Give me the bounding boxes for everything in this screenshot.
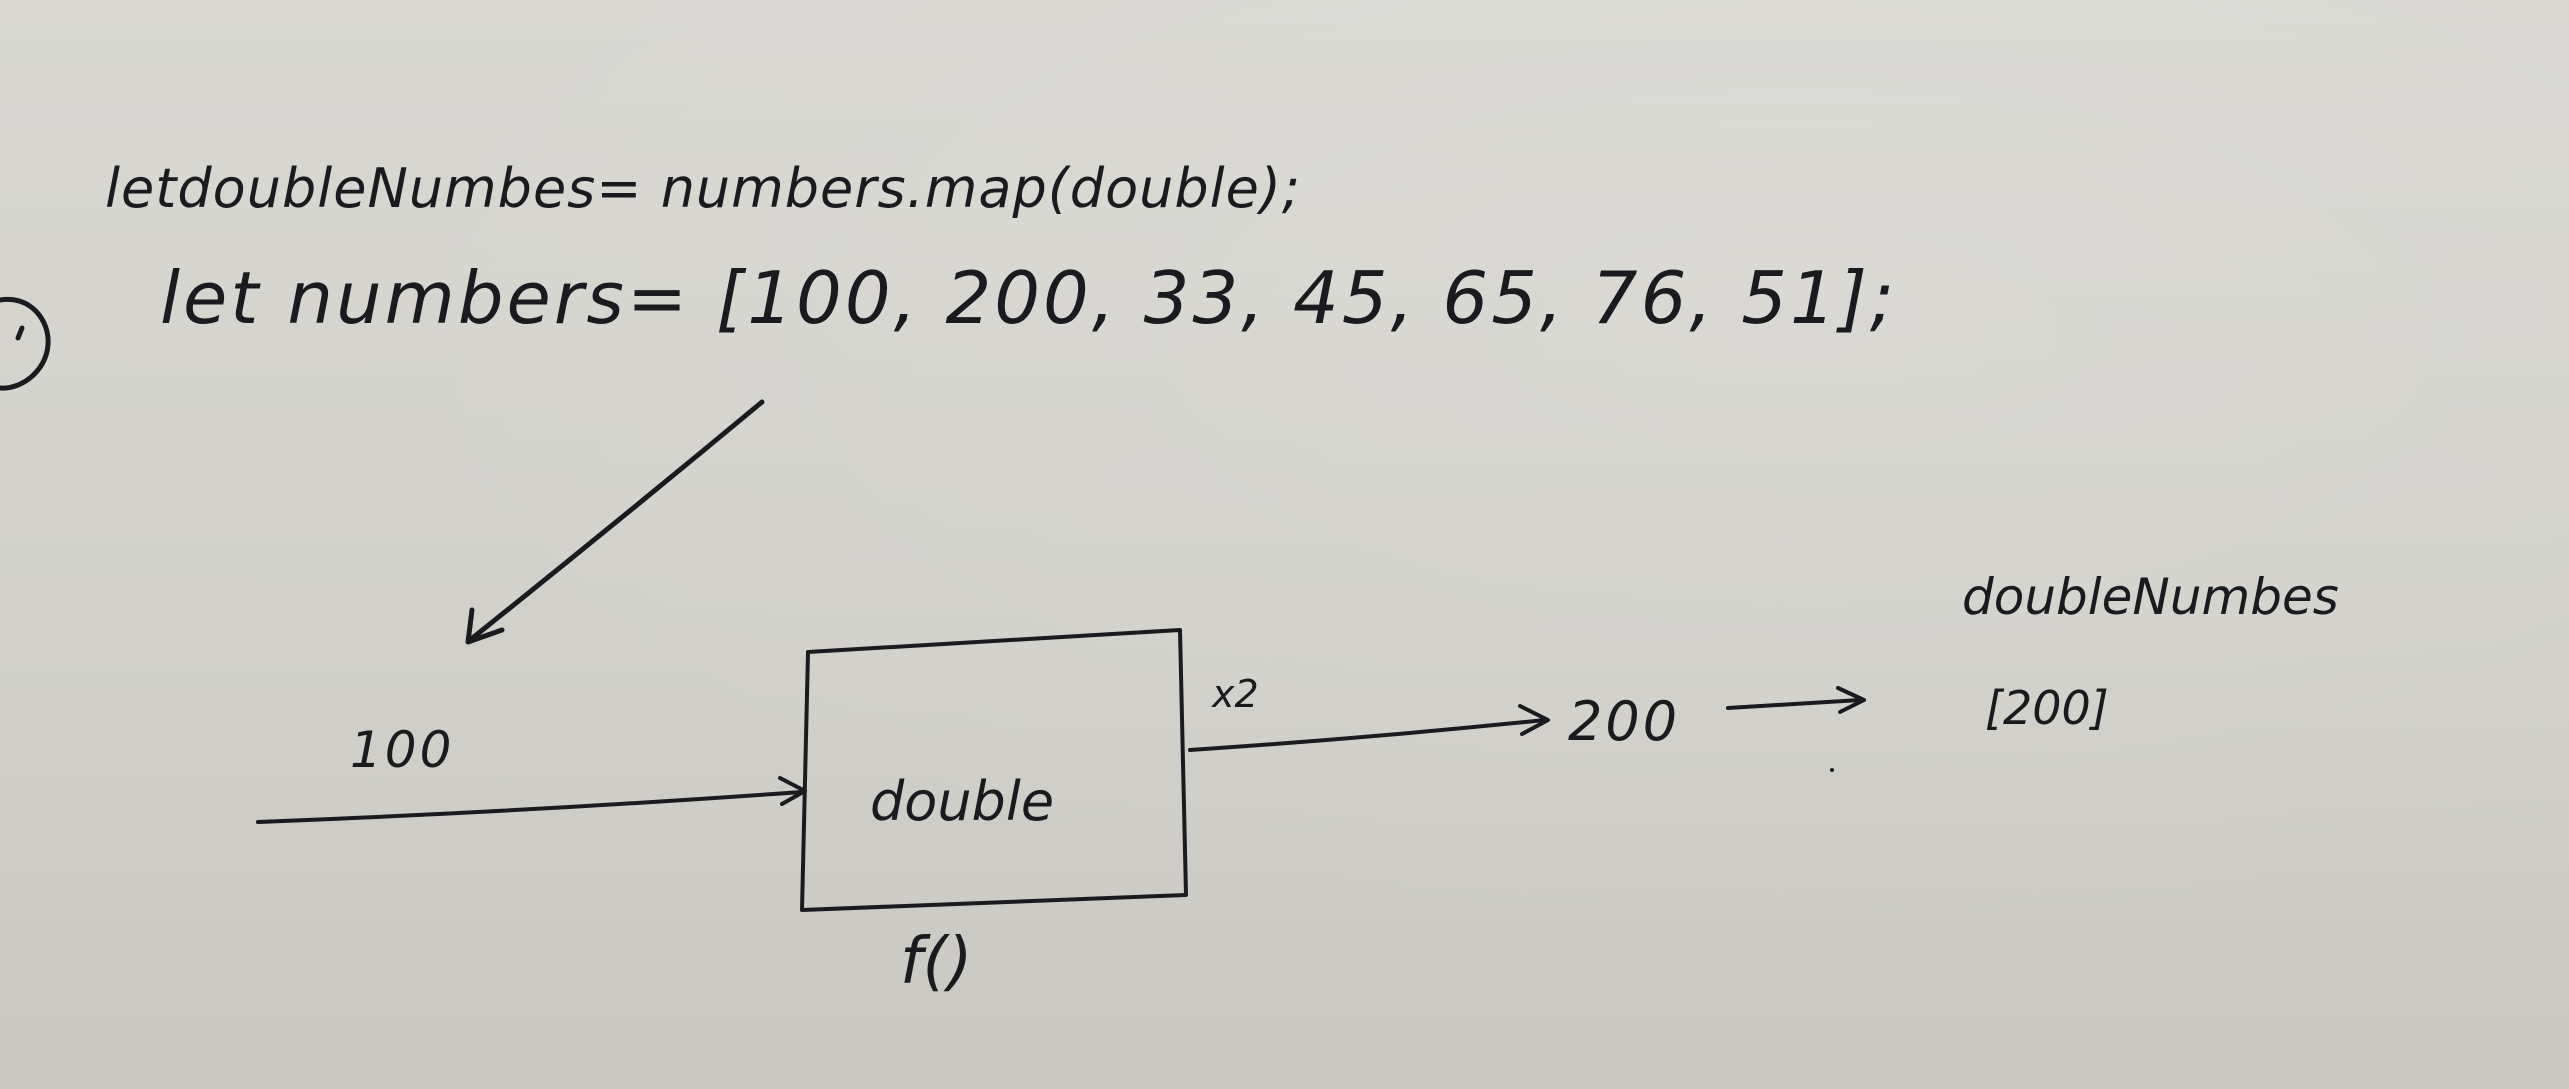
result-array-title: doubleNumbes xyxy=(1962,568,2339,626)
output-arrow-head xyxy=(1518,704,1550,736)
output-value: 200 xyxy=(1568,690,1681,753)
result-arrow-line xyxy=(1726,698,1862,710)
function-box-label: double xyxy=(870,770,1055,833)
numbers-array-code: let numbers= [100, 200, 33, 45, 65, 76, … xyxy=(160,256,1898,340)
function-symbol: f() xyxy=(900,925,973,999)
input-arrow-line xyxy=(256,790,804,824)
ink-dot xyxy=(1830,768,1834,772)
input-value: 100 xyxy=(350,721,455,779)
element-arrow-line xyxy=(467,399,765,643)
function-box xyxy=(800,628,1188,912)
output-arrow-line xyxy=(1188,718,1547,752)
result-arrow-head xyxy=(1836,686,1866,714)
step-circle xyxy=(0,296,51,391)
step-marker-tick xyxy=(15,325,25,341)
element-arrow-head xyxy=(465,607,505,645)
map-call-code: letdoubleNumbes= numbers.map(double); xyxy=(105,157,1302,220)
result-array-value: [200] xyxy=(1985,681,2109,735)
multiplier-label: x2 xyxy=(1212,672,1259,716)
